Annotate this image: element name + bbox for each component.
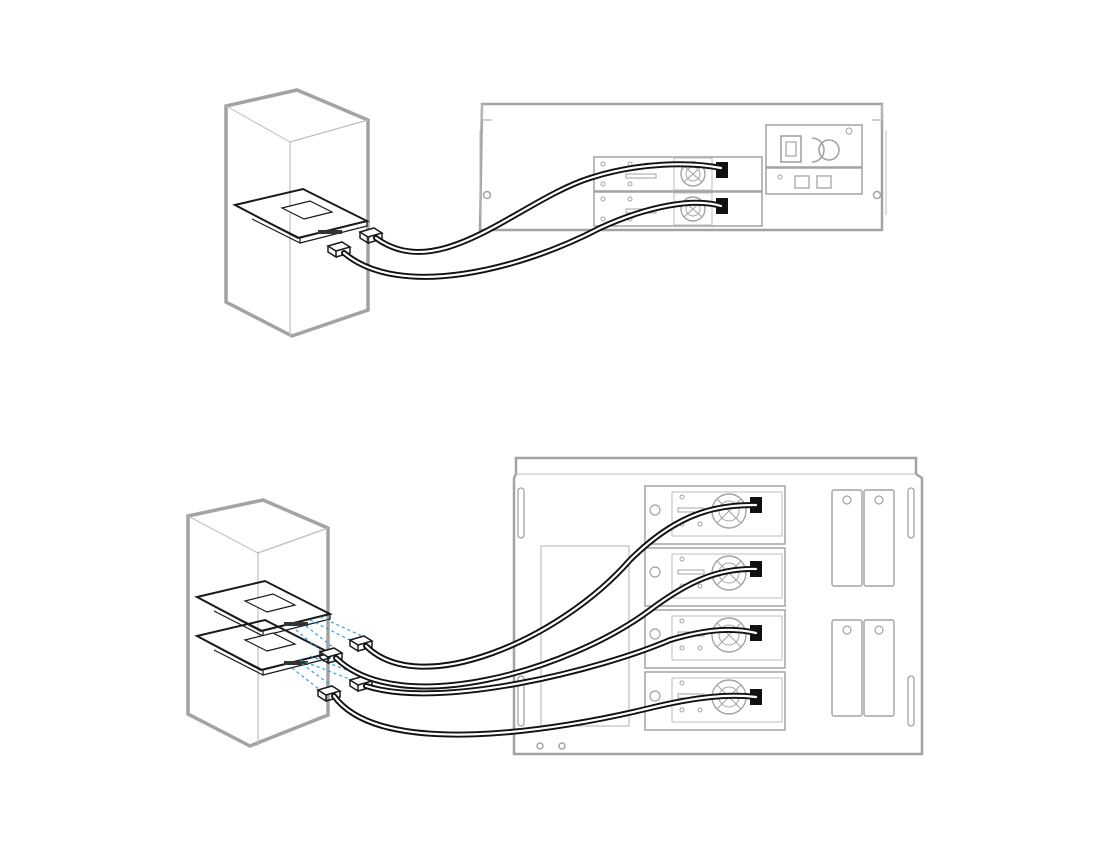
controller-module-bottom-4: [644, 671, 786, 731]
cable-top-1: [373, 161, 724, 255]
cable-bottom-2: [333, 565, 759, 690]
connector-bottom-1: [348, 635, 374, 653]
hba-card-bottom-1: [194, 579, 333, 637]
controller-module-bottom-1: [644, 485, 786, 545]
cable-bottom-3: [363, 626, 759, 697]
cable-bottom-1: [363, 502, 759, 670]
alignment-guides: [291, 616, 363, 691]
psu-slot-2: [863, 489, 895, 587]
connector-bottom-4: [316, 685, 342, 703]
top-diagram: [224, 88, 887, 338]
connector-top-1: [358, 227, 384, 245]
storage-enclosure-bottom: [512, 456, 924, 756]
psu-slot-3: [831, 619, 863, 717]
connector-bottom-2: [318, 647, 344, 665]
hba-card-bottom-2: [194, 618, 333, 676]
cable-top-2: [341, 199, 724, 280]
cable-bottom-4: [331, 692, 759, 738]
hba-card-top: [232, 187, 370, 244]
storage-enclosure-top: [478, 102, 887, 232]
psu-slot-4: [863, 619, 895, 717]
connector-top-2: [326, 241, 352, 259]
tower-server-bottom: [186, 498, 330, 748]
bottom-diagram: [186, 456, 924, 756]
tower-server-top: [224, 88, 370, 338]
psu-slot-1: [831, 489, 863, 587]
power-module-top: [765, 124, 863, 195]
